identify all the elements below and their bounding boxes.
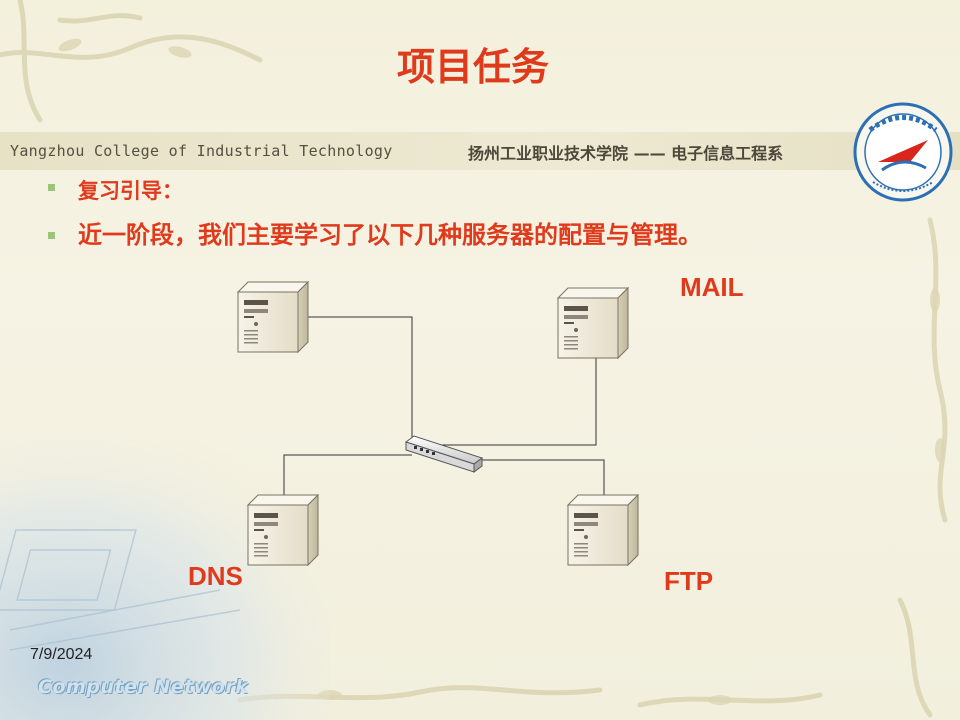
bullet-item: 复习引导： <box>44 176 874 206</box>
network-switch-icon <box>404 435 484 473</box>
bullet-text: 复习引导： <box>78 179 183 203</box>
link-top-left <box>272 316 413 445</box>
link-mail <box>440 356 597 446</box>
slide-title: 项目任务 <box>396 45 549 89</box>
server-label-dns: DNS <box>188 561 243 591</box>
slide-date: 7/9/2024 <box>30 646 93 663</box>
bullet-marker <box>48 184 55 191</box>
college-name-cn: 扬州工业职业技术学院 —— 电子信息工程系 <box>468 144 784 163</box>
college-name-en: Yangzhou College of Industrial Technolog… <box>10 142 393 160</box>
server-icon <box>557 287 629 359</box>
corner-decoration <box>0 440 330 720</box>
college-logo-icon <box>853 102 953 202</box>
server-icon <box>567 494 639 566</box>
bullet-item: 近一阶段，我们主要学习了以下几种服务器的配置与管理。 <box>44 216 874 254</box>
college-banner <box>0 132 960 170</box>
bullet-list: 复习引导： 近一阶段，我们主要学习了以下几种服务器的配置与管理。 <box>44 176 874 254</box>
footer-brand-logo: Computer Network <box>38 676 249 698</box>
server-icon <box>237 281 309 353</box>
bullet-marker <box>48 232 55 239</box>
server-label-mail: MAIL <box>680 272 744 302</box>
server-label-ftp: FTP <box>664 566 714 596</box>
bullet-text: 近一阶段，我们主要学习了以下几种服务器的配置与管理。 <box>78 221 702 249</box>
network-links <box>272 316 605 530</box>
server-icon <box>247 494 319 566</box>
